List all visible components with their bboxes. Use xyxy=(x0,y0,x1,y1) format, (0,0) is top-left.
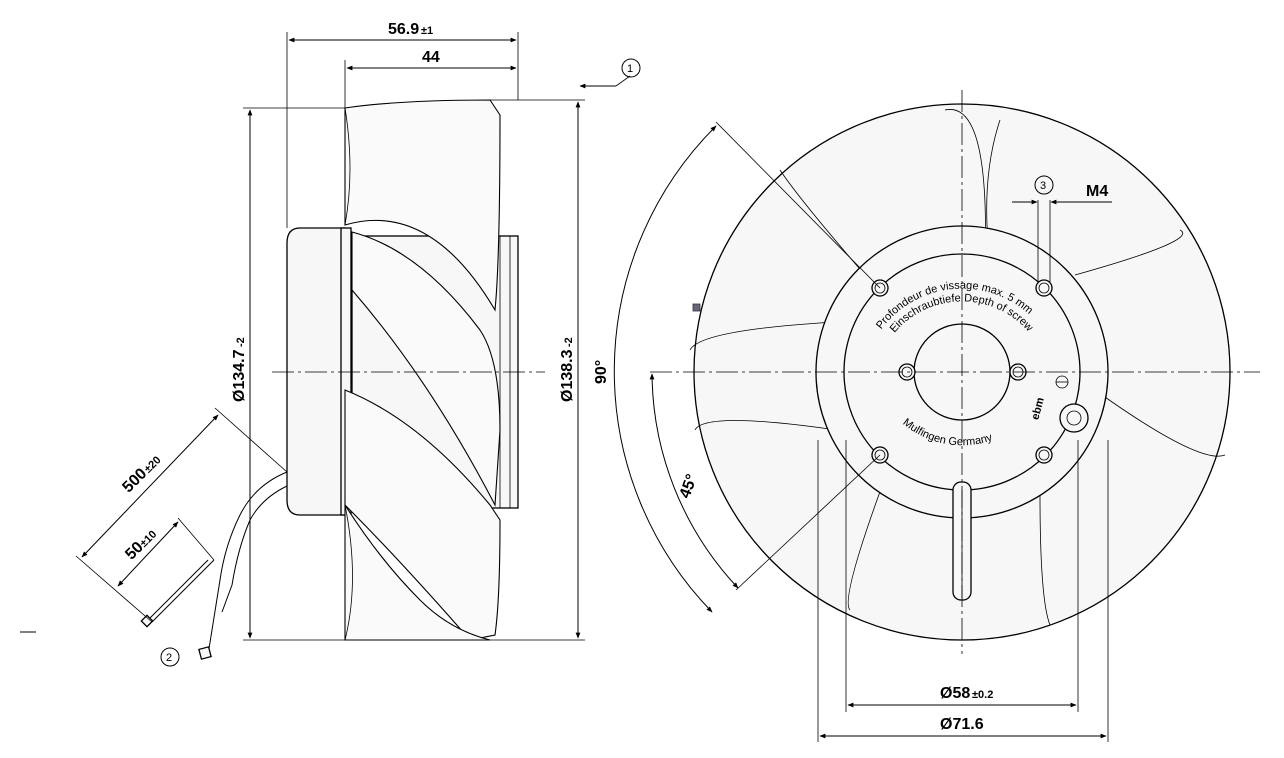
blade-4 xyxy=(344,503,491,641)
side-view: 56.9 ±1 44 1 Ø134.7 -2 Ø138.3 -2 xyxy=(20,21,641,667)
bolt-circle-value: Ø71.6 xyxy=(940,716,984,733)
callout-1-circle xyxy=(621,58,641,78)
angle-45: 45° xyxy=(677,472,701,501)
hub-diameter-tol: ±0.2 xyxy=(972,689,993,701)
marker-square xyxy=(692,303,701,312)
motor-body xyxy=(286,227,346,516)
blade-depth-value: 44 xyxy=(422,49,440,66)
inlet-diameter-tol: -2 xyxy=(235,337,247,347)
thread-size: M4 xyxy=(1086,183,1108,200)
callout-3: 3 xyxy=(1040,180,1046,192)
cable xyxy=(207,471,288,656)
front-blades xyxy=(689,109,1226,626)
brand-logo: ebm xyxy=(1029,396,1047,421)
outer-diameter-value: Ø138.3 xyxy=(559,349,576,402)
blade-2 xyxy=(351,231,501,507)
inlet-diameter-value: Ø134.7 xyxy=(231,349,248,402)
blade-3 xyxy=(344,389,501,641)
overall-depth-value: 56.9 xyxy=(388,21,419,38)
callout-2-circle xyxy=(160,647,180,667)
angle-90: 90° xyxy=(593,360,610,384)
hub-diameter-value: Ø58 xyxy=(940,685,970,702)
callout-2: 2 xyxy=(166,652,172,664)
blade-1 xyxy=(344,99,501,312)
front-view: Einschraubtiefe Depth of screw Profondeu… xyxy=(593,90,1260,742)
overall-depth-tol: ±1 xyxy=(421,25,433,37)
callout-3-circle xyxy=(1034,175,1054,195)
ground-screw xyxy=(1059,403,1089,433)
callout-1: 1 xyxy=(627,63,633,75)
outer-diameter-tol: -2 xyxy=(563,337,575,347)
